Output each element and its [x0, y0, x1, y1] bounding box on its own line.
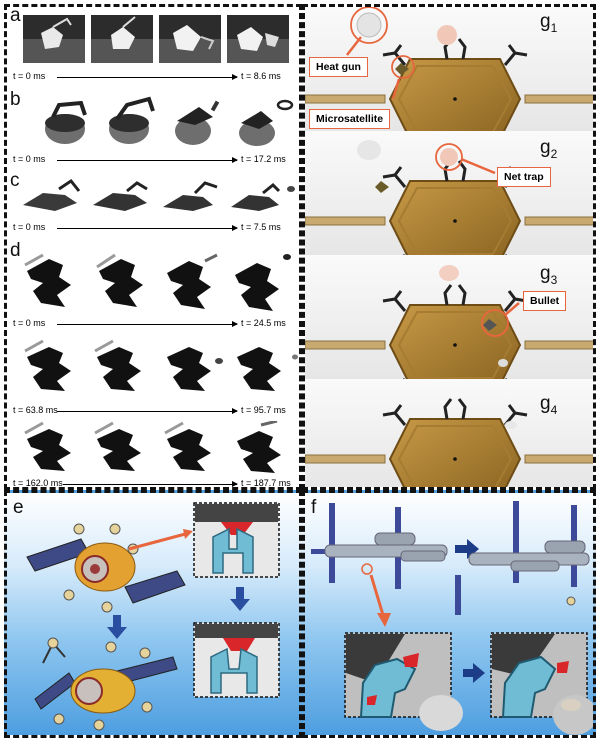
- time-start: t = 63.8 ms: [13, 405, 58, 415]
- render-frame: [175, 100, 220, 145]
- render-frame: [45, 100, 87, 144]
- time-arrow: [57, 157, 238, 163]
- satellite-released: [34, 637, 178, 731]
- timeline-c: t = 0 ms t = 7.5 ms: [13, 222, 295, 236]
- subpanel-label-g4: g4: [540, 393, 557, 417]
- subpanel-sub: 1: [550, 20, 558, 35]
- render-frame: [24, 421, 71, 471]
- time-arrow: [57, 225, 238, 231]
- panel-label-e: e: [13, 497, 24, 518]
- subpanel-base: g: [540, 393, 551, 414]
- timeline-d-row3: t = 162.0 ms t = 187.7 ms: [13, 478, 295, 488]
- panel-label-c: c: [10, 170, 20, 191]
- render-frame: [163, 181, 218, 211]
- render-frame: [164, 421, 211, 471]
- timeline-d-row2: t = 63.8 ms t = 95.7 ms: [13, 405, 295, 419]
- panel-d-row2-frames: [21, 339, 299, 397]
- render-frame: [109, 96, 155, 144]
- panel-label-b: b: [10, 89, 21, 110]
- subpanel-base: g: [540, 11, 551, 32]
- panel-e-scene: [26, 502, 280, 731]
- subpanel-label-g3: g3: [540, 263, 557, 287]
- gripper-inset-closed: [193, 502, 280, 578]
- panel-label-f: f: [311, 497, 317, 518]
- callout-net-trap: Net trap: [497, 167, 551, 187]
- render-frame: [231, 182, 295, 211]
- render-frame: [167, 253, 218, 309]
- panel-f-scene: [311, 501, 593, 735]
- time-arrow: [57, 321, 238, 327]
- gripper-inset-open: [193, 622, 280, 698]
- station-after: [455, 501, 590, 615]
- render-frame: [24, 339, 71, 391]
- panel-a-frames: [23, 15, 295, 63]
- photo-frame: [159, 15, 221, 63]
- subpanel-base: g: [540, 263, 551, 284]
- panel-c-frames: [19, 179, 299, 217]
- timeline-d-row1: t = 0 ms t = 24.5 ms: [13, 318, 295, 332]
- render-frame: [24, 253, 71, 307]
- time-end: t = 95.7 ms: [241, 405, 286, 415]
- panel-e: e: [4, 490, 302, 738]
- subpanel-label-g2: g2: [540, 137, 557, 161]
- time-start: t = 0 ms: [13, 71, 46, 81]
- gripper-inset-before: [344, 632, 463, 731]
- gripper-inset-after: [490, 632, 593, 735]
- render-frame: [93, 181, 148, 211]
- station-before: [311, 503, 448, 589]
- timeline-a: t = 0 ms t = 8.6 ms: [13, 71, 295, 85]
- panel-a-d: a t = 0 ms t = 8.6 ms b t = 0 ms t = 17.…: [4, 4, 302, 490]
- subpanel-label-g1: g1: [540, 11, 557, 35]
- time-end: t = 187.7 ms: [241, 478, 291, 488]
- render-frame: [237, 421, 281, 473]
- panel-d-row3-frames: [21, 421, 299, 475]
- time-end: t = 7.5 ms: [241, 222, 281, 232]
- time-end: t = 8.6 ms: [241, 71, 281, 81]
- time-start: t = 162.0 ms: [13, 478, 63, 488]
- callout-heat-gun: Heat gun: [309, 57, 368, 77]
- subpanel-sub: 4: [550, 402, 558, 417]
- callout-bullet: Bullet: [523, 291, 567, 311]
- render-frame: [96, 253, 143, 307]
- panel-f: f: [302, 490, 596, 738]
- render-frame: [235, 254, 291, 311]
- time-end: t = 17.2 ms: [241, 154, 286, 164]
- photo-frame: [227, 15, 289, 63]
- render-frame: [23, 179, 81, 211]
- panel-b-frames: [37, 95, 299, 151]
- subpanel-base: g: [540, 137, 551, 158]
- panel-label-d: d: [10, 240, 21, 261]
- render-frame: [94, 339, 141, 391]
- panel-g: g: [302, 4, 596, 490]
- timeline-b: t = 0 ms t = 17.2 ms: [13, 154, 295, 168]
- time-arrow: [57, 74, 238, 80]
- subpanel-sub: 2: [550, 146, 558, 161]
- photo-frame: [23, 15, 85, 63]
- render-frame: [167, 347, 223, 391]
- panel-label-a: a: [10, 5, 21, 26]
- render-frame: [94, 421, 141, 471]
- subpanel-sub: 3: [550, 272, 558, 287]
- render-frame: [237, 347, 298, 391]
- panel-d-row1-frames: [21, 251, 299, 313]
- time-arrow: [57, 408, 238, 414]
- callout-microsatellite: Microsatellite: [309, 109, 391, 129]
- time-start: t = 0 ms: [13, 318, 46, 328]
- time-start: t = 0 ms: [13, 154, 46, 164]
- time-end: t = 24.5 ms: [241, 318, 286, 328]
- panel-g-scene: [305, 7, 593, 487]
- time-start: t = 0 ms: [13, 222, 46, 232]
- time-arrow: [63, 481, 238, 487]
- satellite-captured: [26, 523, 186, 613]
- render-frame: [239, 99, 294, 146]
- photo-frame: [91, 15, 153, 63]
